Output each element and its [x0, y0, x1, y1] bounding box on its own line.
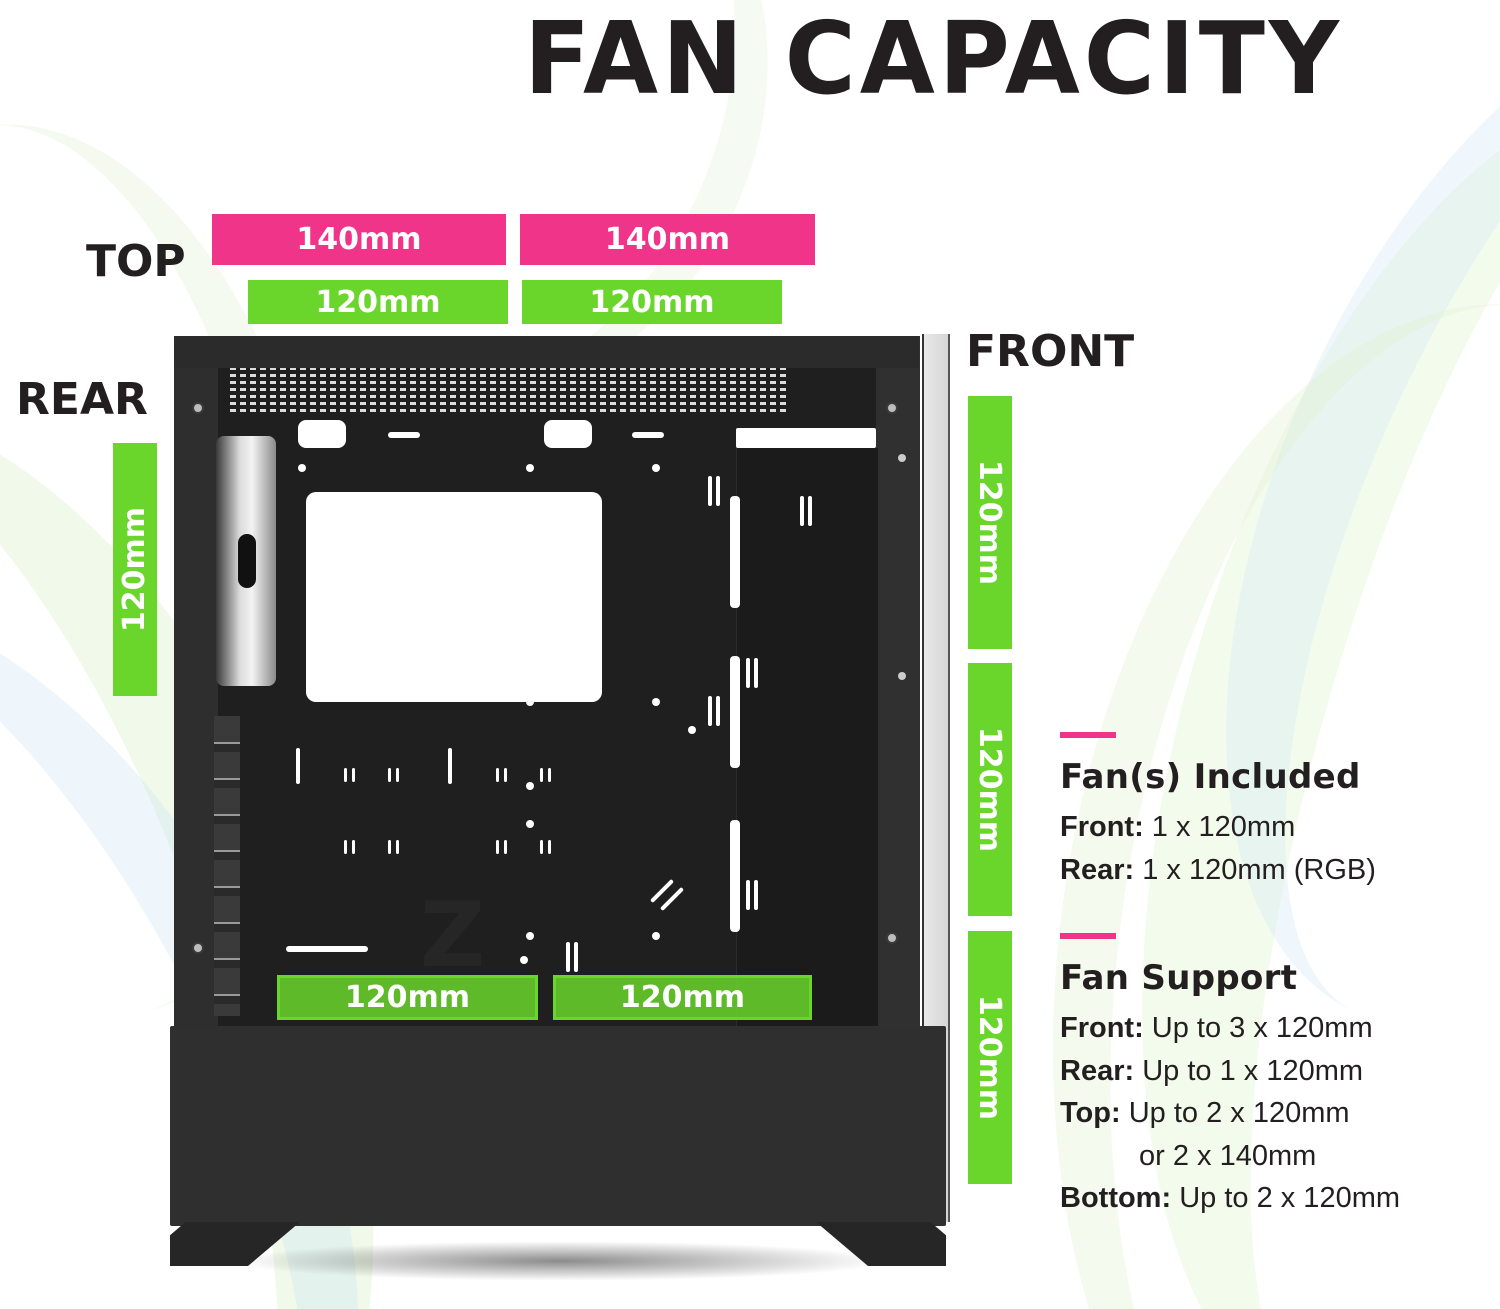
front-120mm-tag-3: 120mm — [968, 931, 1012, 1184]
fans-included-front: Front: 1 x 120mm — [1060, 811, 1296, 843]
top-140mm-tag-2: 140mm — [520, 214, 815, 265]
psu-shroud — [170, 1026, 946, 1226]
fan-support-section: Fan Support Front: Up to 3 x 120mm Rear:… — [1060, 933, 1480, 1220]
fans-included-section: Fan(s) Included Front: 1 x 120mm Rear: 1… — [1060, 732, 1480, 891]
accent-bar — [1060, 732, 1116, 738]
fan-support-top-alt: or 2 x 140mm — [1139, 1139, 1317, 1172]
cpu-cutout — [306, 492, 602, 702]
page-title: FAN CAPACITY — [524, 0, 1343, 117]
label-front: FRONT — [966, 326, 1135, 377]
fan-info-panel: Fan(s) Included Front: 1 x 120mm Rear: 1… — [1060, 732, 1480, 1220]
pci-slots — [214, 716, 240, 1016]
accent-bar — [1060, 933, 1116, 939]
bottom-120mm-tag-1: 120mm — [277, 975, 538, 1020]
fans-included-rear: Rear: 1 x 120mm (RGB) — [1060, 853, 1376, 886]
fan-support-bottom: Bottom: Up to 2 x 120mm — [1060, 1182, 1401, 1214]
top-mesh — [230, 368, 790, 412]
label-top: TOP — [86, 236, 186, 287]
fan-support-top: Top: Up to 2 x 120mm — [1060, 1097, 1350, 1129]
fan-support-heading: Fan Support — [1060, 958, 1298, 998]
rear-120mm-tag: 120mm — [113, 443, 157, 696]
fan-support-front: Front: Up to 3 x 120mm — [1060, 1012, 1373, 1044]
front-120mm-tag-1: 120mm — [968, 396, 1012, 649]
bottom-120mm-tag-2: 120mm — [553, 975, 812, 1020]
fan-support-rear: Rear: Up to 1 x 120mm — [1060, 1054, 1364, 1087]
fans-included-heading: Fan(s) Included — [1060, 757, 1361, 797]
front-120mm-tag-2: 120mm — [968, 663, 1012, 916]
rear-rgb-fan — [216, 436, 276, 686]
label-rear: REAR — [16, 374, 148, 425]
top-120mm-tag-2: 120mm — [522, 280, 782, 324]
top-140mm-tag-1: 140mm — [212, 214, 506, 265]
top-120mm-tag-1: 120mm — [248, 280, 508, 324]
pc-case-illustration: Z — [170, 334, 955, 1281]
